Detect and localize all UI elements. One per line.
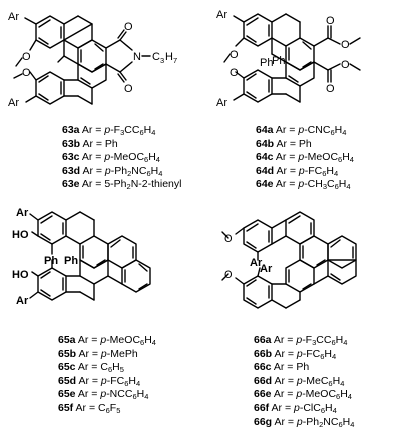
compound-label: 65e Ar = p-NCC6H4 (58, 388, 149, 402)
atom-ho: HO (12, 269, 29, 281)
atom-ph: Ph (260, 57, 273, 69)
compound-label: 63b Ar = Ph (62, 137, 118, 150)
atom-o: O (230, 67, 239, 79)
atom-o: O (230, 49, 239, 61)
compound-label: 66c Ar = Ph (254, 361, 310, 374)
atom-ar: Ar (216, 97, 227, 109)
compound-label: 64d Ar = p-FC6H4 (256, 164, 339, 178)
compound-label: 65d Ar = p-FC6H4 (58, 374, 141, 388)
compound-label: 65c Ar = C6H5 (58, 361, 124, 375)
compound-label: 65b Ar = p-MePh (58, 347, 138, 360)
atom-ho: HO (12, 229, 29, 241)
compound-label: 63d Ar = p-Ph2NC6H4 (62, 164, 163, 178)
atom-ar: Ar (16, 295, 29, 307)
atom-o: O (22, 51, 31, 63)
atom-ph: Ph (64, 255, 78, 267)
atom-o: O (124, 83, 133, 95)
atom-o: O (224, 269, 233, 281)
structure-65: Ar HO Ph Ph HO Ar (12, 207, 151, 307)
compound-list-65: 65a Ar = p-MeOC6H4 65b Ar = p-MePh 65c A… (58, 334, 156, 416)
atom-ar: Ar (260, 263, 273, 275)
atom-o: O (224, 233, 233, 245)
atom-ar: Ar (8, 97, 19, 109)
atom-o: O (341, 59, 350, 71)
atom-ph: Ph (44, 255, 58, 267)
compound-label: 63c Ar = p-MeOC6H4 (62, 151, 160, 165)
structure-63: Ar O O Ar O O N C 3 H 7 (8, 11, 177, 109)
compound-label: 66f Ar = p-ClC6H4 (254, 401, 337, 415)
atom-n: N (133, 51, 141, 63)
compound-label: 66g Ar = p-Ph2NC6H4 (254, 415, 355, 429)
atom-ar: Ar (250, 257, 263, 269)
atom-h: H (165, 51, 173, 63)
compound-label: 64b Ar = Ph (256, 137, 312, 150)
compound-label: 65f Ar = C6F5 (58, 401, 121, 415)
compound-list-63: 63a Ar = p-F3CC6H4 63b Ar = Ph 63c Ar = … (62, 124, 181, 192)
compound-label: 66b Ar = p-FC6H4 (254, 347, 337, 361)
atom-ph: Ph (272, 55, 285, 67)
atom-subscript: 3 (160, 56, 164, 65)
atom-o: O (326, 15, 335, 27)
atom-o: O (124, 21, 133, 33)
atom-ar: Ar (8, 11, 19, 23)
compound-label: 66a Ar = p-F3CC6H4 (254, 334, 348, 347)
structure-66: O Ar Ar O (221, 211, 357, 309)
compound-label: 64e Ar = p-CH3C6H4 (256, 178, 351, 192)
compound-label: 64a Ar = p-CNC6H4 (256, 124, 347, 137)
atom-o: O (22, 67, 31, 79)
atom-ar: Ar (216, 9, 227, 21)
atom-c: C (152, 51, 160, 63)
compound-label: 63e Ar = 5-Ph2N-2-thienyl (62, 178, 182, 192)
compound-label: 66e Ar = p-MeOC6H4 (254, 388, 352, 402)
compound-list-64: 64a Ar = p-CNC6H4 64b Ar = Ph 64c Ar = p… (256, 124, 354, 192)
compound-label: 64c Ar = p-MeOC6H4 (256, 151, 354, 165)
atom-o: O (326, 83, 335, 95)
compound-label: 66d Ar = p-MeC6H4 (254, 374, 345, 388)
atom-subscript: 7 (173, 56, 177, 65)
structure-64: Ar O Ph Ph O Ar O O O O (216, 9, 361, 109)
compound-list-66: 66a Ar = p-F3CC6H4 66b Ar = p-FC6H4 66c … (254, 334, 354, 429)
compound-label: 63a Ar = p-F3CC6H4 (62, 124, 156, 137)
compound-label: 65a Ar = p-MeOC6H4 (58, 334, 156, 347)
atom-o: O (341, 39, 350, 51)
atom-ar: Ar (16, 207, 29, 219)
